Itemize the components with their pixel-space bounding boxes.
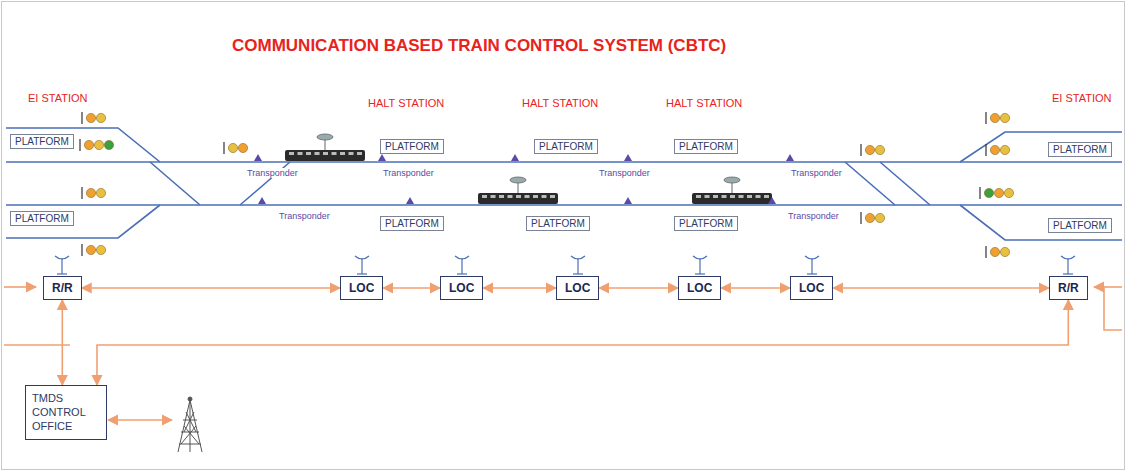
signal-symbol xyxy=(82,187,106,199)
radio-unit-box: LOC xyxy=(790,276,833,300)
train-symbol xyxy=(285,134,365,161)
transponder-symbol xyxy=(378,154,386,161)
radio-unit-box: LOC xyxy=(440,276,483,300)
signal-symbol xyxy=(980,187,1014,199)
station-label: HALT STATION xyxy=(368,97,444,109)
station-label: EI STATION xyxy=(28,92,88,104)
platform-box: PLATFORM xyxy=(526,216,590,231)
transponder-symbol xyxy=(258,197,266,204)
radio-unit-box: LOC xyxy=(556,276,599,300)
platform-box: PLATFORM xyxy=(1048,218,1112,233)
signal-symbol xyxy=(82,112,106,124)
data-link xyxy=(599,287,678,289)
node-text: TMDS CONTROL OFFICE xyxy=(32,392,100,433)
station-label: EI STATION xyxy=(1052,92,1112,104)
platform-box: PLATFORM xyxy=(10,211,74,226)
data-link xyxy=(61,300,63,385)
node-text: PLATFORM xyxy=(531,218,585,229)
platform-box: PLATFORM xyxy=(10,134,74,149)
station-label: HALT STATION xyxy=(522,97,598,109)
node-text: PLATFORM xyxy=(1053,220,1107,231)
station-label: HALT STATION xyxy=(666,97,742,109)
diagram-title: COMMUNICATION BASED TRAIN CONTROL SYSTEM… xyxy=(232,36,726,56)
antenna-symbol xyxy=(355,256,369,274)
transponder-symbol xyxy=(786,154,794,161)
data-link xyxy=(833,287,1049,289)
node-text: PLATFORM xyxy=(385,141,439,152)
node-text: R/R xyxy=(52,281,73,295)
data-link xyxy=(483,287,556,289)
signal-symbol xyxy=(80,139,114,151)
signal-symbol xyxy=(861,212,885,224)
platform-box: PLATFORM xyxy=(674,139,738,154)
signal-symbol xyxy=(224,142,248,154)
transponder-label: Transponder xyxy=(598,168,651,178)
node-text: LOC xyxy=(687,281,712,295)
transponder-label: Transponder xyxy=(246,168,299,178)
node-text: LOC xyxy=(349,281,374,295)
platform-box: PLATFORM xyxy=(674,216,738,231)
platform-box: PLATFORM xyxy=(380,139,444,154)
antenna-symbol xyxy=(1061,256,1075,274)
node-text: PLATFORM xyxy=(679,141,733,152)
data-link xyxy=(721,287,790,289)
node-text: PLATFORM xyxy=(1053,144,1107,155)
signal-symbol xyxy=(986,144,1010,156)
radio-unit-box: R/R xyxy=(43,276,82,300)
platform-box: PLATFORM xyxy=(534,139,598,154)
node-text: PLATFORM xyxy=(539,141,593,152)
transponder-symbol xyxy=(624,154,632,161)
radio-unit-box: LOC xyxy=(678,276,721,300)
platform-box: PLATFORM xyxy=(1048,142,1112,157)
radio-unit-box: LOC xyxy=(340,276,383,300)
transponder-symbol xyxy=(624,197,632,204)
signal-symbol xyxy=(986,112,1010,124)
transponder-label: Transponder xyxy=(382,168,435,178)
radio-unit-box: R/R xyxy=(1049,276,1088,300)
control-office-box: TMDS CONTROL OFFICE xyxy=(25,385,107,440)
transponder-label: Transponder xyxy=(278,211,331,221)
antenna-symbol xyxy=(571,256,585,274)
antenna-symbol xyxy=(805,256,819,274)
platform-box: PLATFORM xyxy=(380,216,444,231)
antenna-symbol xyxy=(55,256,69,274)
node-text: PLATFORM xyxy=(679,218,733,229)
transponder-symbol xyxy=(511,154,519,161)
signal-symbol xyxy=(861,144,885,156)
node-text: LOC xyxy=(565,281,590,295)
node-text: PLATFORM xyxy=(15,213,69,224)
node-text: LOC xyxy=(449,281,474,295)
node-text: LOC xyxy=(799,281,824,295)
transponder-label: Transponder xyxy=(787,211,840,221)
node-text: R/R xyxy=(1058,281,1079,295)
transponder-symbol xyxy=(768,197,776,204)
signal-symbol xyxy=(82,244,106,256)
transponder-label: Transponder xyxy=(790,168,843,178)
signal-symbol xyxy=(986,246,1010,258)
data-link xyxy=(383,287,440,289)
node-text: PLATFORM xyxy=(385,218,439,229)
train-symbol xyxy=(692,177,772,204)
data-link xyxy=(97,300,1068,385)
transponder-symbol xyxy=(254,154,262,161)
antenna-symbol xyxy=(693,256,707,274)
node-text: PLATFORM xyxy=(15,136,69,147)
transponder-symbol xyxy=(406,197,414,204)
train-symbol xyxy=(478,177,558,204)
data-link xyxy=(82,287,340,289)
antenna-symbol xyxy=(455,256,469,274)
